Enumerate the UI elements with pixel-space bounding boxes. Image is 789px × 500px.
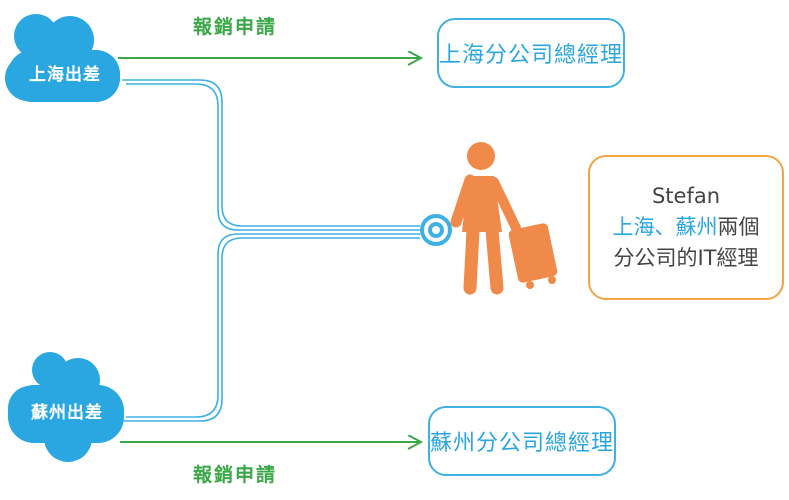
edge-label-shanghai: 報銷申請 <box>193 16 278 38</box>
person-highlight: 上海、蘇州 <box>612 215 718 239</box>
person-line2: 上海、蘇州兩個 <box>613 212 760 243</box>
source-suzhou: 蘇州出差 <box>31 403 103 423</box>
person-name: Stefan <box>651 184 721 208</box>
target-shanghai-label: 上海分公司總經理 <box>439 43 624 68</box>
source-shanghai: 上海出差 <box>29 65 101 85</box>
person-info-box: Stefan 上海、蘇州兩個 分公司的IT經理 <box>588 155 784 300</box>
person-line2-rest: 兩個 <box>717 215 760 239</box>
target-suzhou-label: 蘇州分公司總經理 <box>430 431 615 456</box>
person-line3: 分公司的IT經理 <box>613 246 759 270</box>
edge-label-suzhou: 報銷申請 <box>193 464 278 486</box>
traveler-icon <box>450 142 558 295</box>
target-shanghai-manager: 上海分公司總經理 <box>437 18 625 88</box>
hub-node-icon <box>420 214 452 246</box>
cloud-suzhou-icon <box>8 352 124 462</box>
connector-lines <box>122 79 420 422</box>
cloud-shanghai-icon <box>5 14 120 102</box>
target-suzhou-manager: 蘇州分公司總經理 <box>428 406 616 476</box>
